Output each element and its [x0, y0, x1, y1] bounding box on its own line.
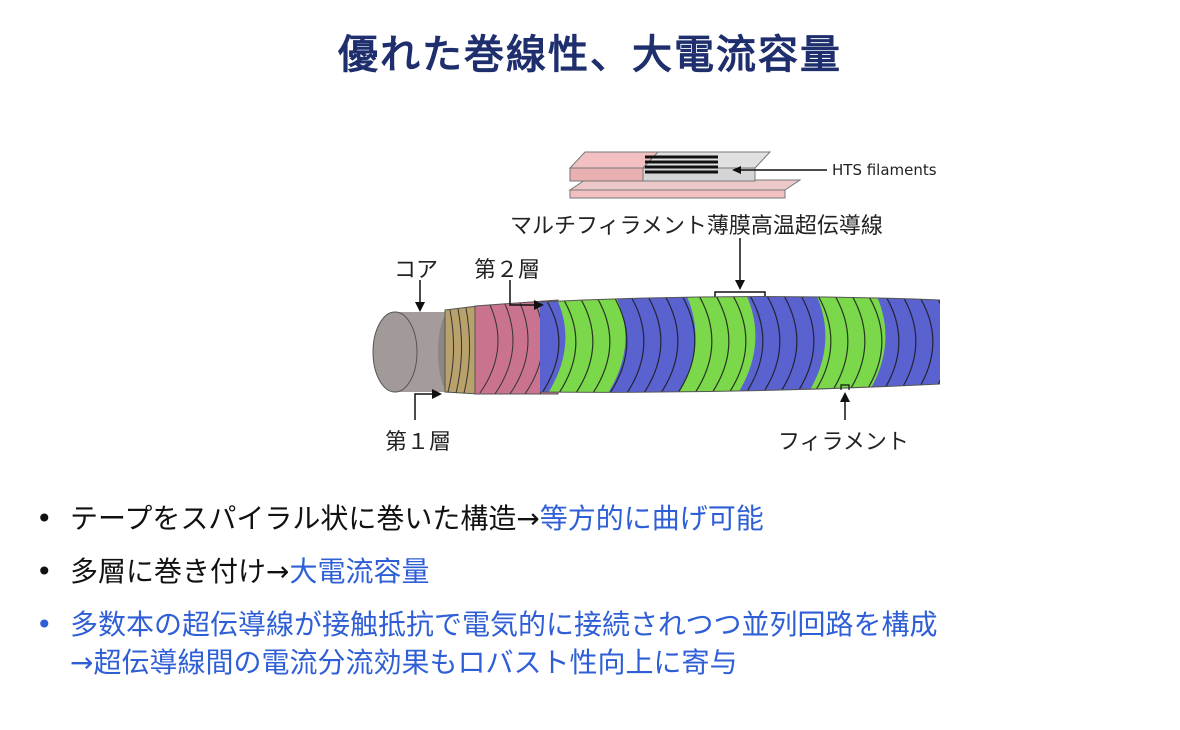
bullet-text: テープをスパイラル状に巻いた構造→: [70, 502, 540, 535]
cable-illustration: [372, 151, 941, 420]
cable-diagram: HTS filaments マルチフィラメント薄膜高温超伝導線 コア 第２層 第…: [340, 140, 980, 470]
label-filament: フィラメント: [778, 430, 909, 455]
page-title: 優れた巻線性、大電流容量: [338, 32, 842, 78]
filament-pointer: [840, 384, 850, 420]
bullet-highlight: 大電流容量: [289, 555, 430, 588]
bullet-line-2: →超伝導線間の電流分流効果もロバスト性向上に寄与: [70, 646, 738, 679]
layer2-pointer: [509, 280, 544, 310]
bullet-dot: •: [36, 502, 53, 535]
cable-outer-layer: [540, 296, 940, 393]
tape-cross-section: [568, 151, 827, 199]
bullet-line-1: 多数本の超伝導線が接触抵抗で電気的に接続されつつ並列回路を構成: [70, 608, 938, 641]
multifilament-pointer: [714, 238, 766, 300]
bullet-item-3: • 多数本の超伝導線が接触抵抗で電気的に接続されつつ並列回路を構成 →超伝導線間…: [36, 606, 1166, 682]
label-hts-filaments: HTS filaments: [832, 161, 937, 179]
cable-layer-1: [444, 305, 479, 395]
bullet-item-1: • テープをスパイラル状に巻いた構造→等方的に曲げ可能: [36, 500, 1166, 538]
cable-layer-2: [474, 299, 559, 395]
bullet-highlight: 等方的に曲げ可能: [539, 502, 764, 535]
label-layer-2: 第２層: [474, 258, 541, 283]
bullet-list: • テープをスパイラル状に巻いた構造→等方的に曲げ可能 • 多層に巻き付け→大電…: [36, 500, 1166, 697]
label-layer-1: 第１層: [385, 430, 452, 455]
core-pointer: [415, 280, 425, 312]
label-multifilament: マルチフィラメント薄膜高温超伝導線: [510, 214, 883, 239]
bullet-dot: •: [36, 555, 53, 588]
bullet-item-2: • 多層に巻き付け→大電流容量: [36, 553, 1166, 591]
bullet-dot: •: [36, 608, 53, 641]
layer1-pointer: [414, 389, 442, 420]
bullet-text: 多層に巻き付け→: [70, 555, 290, 588]
label-core: コア: [394, 258, 439, 283]
